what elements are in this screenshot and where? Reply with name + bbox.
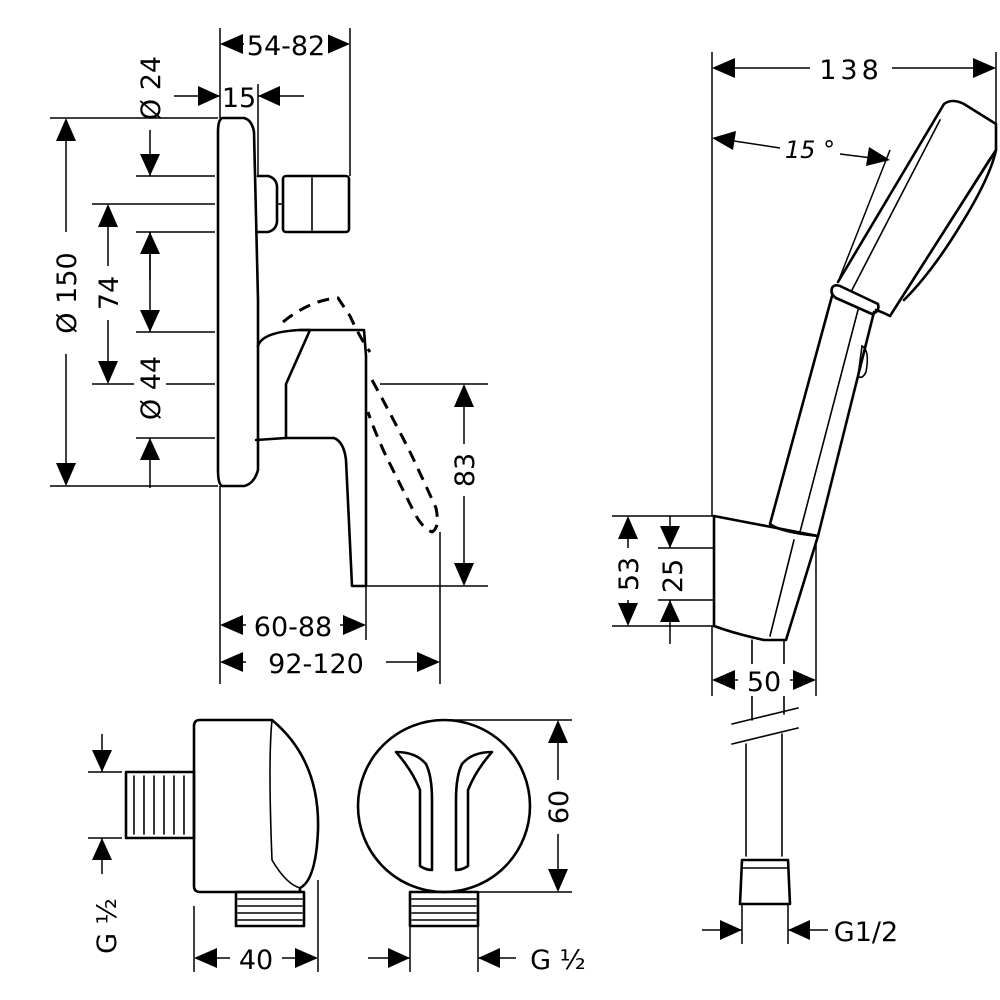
label-hose-thread: G1/2 (834, 917, 898, 948)
label-lever-drop: 83 (450, 453, 481, 487)
dimension-labels: 54-82 Ø 24 15 Ø 150 74 Ø 44 83 60-88 92-… (52, 31, 898, 976)
label-holder-center: 25 (658, 559, 689, 593)
label-inlet-offset: 15 (222, 83, 256, 114)
label-axis-spacing: 74 (94, 276, 125, 310)
label-rosette-diameter: Ø 150 (52, 252, 83, 333)
label-handle-diameter: Ø 44 (136, 356, 167, 420)
label-shower-angle: 15 ° (785, 136, 835, 164)
label-holder-depth: 50 (747, 667, 781, 698)
label-outlet-thread-left: G ½ (92, 898, 123, 954)
shower-dimensions (612, 52, 997, 944)
label-outlet-height: 60 (544, 790, 575, 824)
label-inlet-diameter: Ø 24 (136, 56, 167, 120)
mixer-side-view (216, 116, 439, 588)
outlet-side-view (124, 718, 320, 928)
outlet-front-dimensions (368, 719, 574, 972)
label-mixer-depth: 54-82 (247, 31, 325, 62)
label-holder-height: 53 (614, 557, 645, 591)
label-outlet-thread-right: G ½ (530, 945, 586, 976)
label-lever-depth: 60-88 (254, 612, 332, 643)
mixer-dimensions (50, 28, 488, 684)
label-outlet-depth: 40 (239, 945, 273, 976)
label-lever-total-depth: 92-120 (268, 649, 364, 680)
shower-set-view (712, 99, 998, 906)
label-shower-width: 138 (819, 55, 883, 86)
outlet-side-dimensions (88, 734, 319, 974)
outlet-front-view (356, 718, 532, 928)
